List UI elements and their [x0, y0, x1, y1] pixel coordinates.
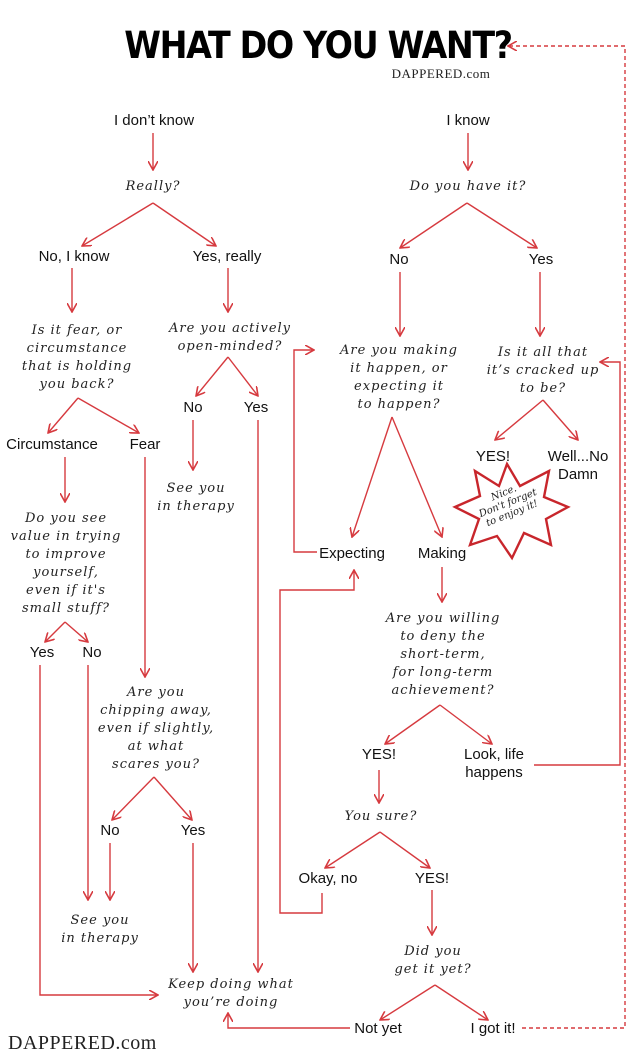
arrow-have-it-to-no	[400, 202, 468, 248]
node-value-question: Do you see value in trying to improve yo…	[10, 511, 122, 616]
node-yes-open: Yes	[243, 399, 269, 416]
node-cracked-up: Is it all that it’s cracked up to be?	[486, 345, 600, 396]
arrow-open-minded-to-yes	[227, 356, 258, 396]
arrow-not-yet-to-keep-doing	[228, 1013, 350, 1029]
node-have-it: Do you have it?	[409, 179, 527, 194]
node-you-sure: You sure?	[344, 809, 418, 824]
node-yes-deny: YES!	[361, 746, 397, 763]
arrow-deny-to-yes	[385, 704, 441, 744]
node-yes-sure: YES!	[414, 870, 450, 887]
arrow-you-sure-to-okay-no	[325, 831, 381, 868]
node-no-open: No	[183, 399, 203, 416]
arrow-value-yes-to-keep-doing	[39, 665, 158, 995]
arrow-really-to-no-i-know	[82, 202, 154, 246]
node-yes-chip: Yes	[180, 822, 206, 839]
arrow-chipping-to-no	[112, 776, 155, 820]
arrow-you-sure-to-yes	[379, 831, 430, 868]
node-see-you-therapy-2: See you in therapy	[61, 913, 139, 946]
arrow-fear-question-to-fear	[77, 397, 139, 433]
node-got-it-question: Did you get it yet?	[394, 944, 472, 977]
arrow-making-question-to-expecting	[352, 416, 393, 537]
arrow-cracked-up-to-yes	[495, 399, 544, 440]
node-making-question: Are you making it happen, or expecting i…	[340, 343, 458, 412]
node-dont-know: I don’t know	[113, 112, 195, 129]
arrow-open-minded-to-no	[196, 356, 229, 396]
node-really: Really?	[125, 179, 181, 194]
brand-logo-small: DAPPERED.com	[391, 66, 491, 81]
page-title: WHAT DO YOU WANT?	[124, 24, 513, 67]
node-no-have: No	[389, 251, 409, 268]
arrow-fear-question-to-circumstance	[48, 397, 79, 433]
node-open-minded: Are you actively open-minded?	[168, 321, 292, 354]
node-well-no: Well...No Damn	[547, 448, 609, 483]
arrow-value-to-no	[64, 621, 88, 642]
node-no-i-know: No, I know	[38, 248, 110, 265]
node-circumstance: Circumstance	[6, 436, 98, 453]
node-fear: Fear	[129, 436, 161, 453]
node-yes-cracked: YES!	[475, 448, 511, 465]
arrow-chipping-to-yes	[153, 776, 192, 820]
arrow-life-happens-to-cracked-up	[534, 362, 621, 766]
node-yes-really: Yes, really	[192, 248, 262, 265]
star-burst	[452, 461, 571, 561]
arrow-really-to-yes-really	[152, 202, 216, 246]
arrow-making-question-to-making	[391, 416, 442, 537]
arrow-got-it-to-title	[508, 46, 626, 1029]
node-expecting: Expecting	[319, 545, 385, 562]
node-not-yet: Not yet	[354, 1020, 402, 1037]
node-life-happens: Look, life happens	[463, 746, 525, 781]
node-yes-value: Yes	[29, 644, 55, 661]
node-okay-no: Okay, no	[298, 870, 358, 887]
arrow-deny-to-life-happens	[439, 704, 492, 744]
node-yes-have: Yes	[528, 251, 554, 268]
node-keep-doing: Keep doing what you’re doing	[168, 977, 294, 1010]
arrow-got-it-question-to-not-yet	[380, 984, 436, 1020]
node-see-you-therapy-1: See you in therapy	[157, 481, 235, 514]
node-no-chip: No	[100, 822, 120, 839]
node-making: Making	[417, 545, 467, 562]
node-chipping-question: Are you chipping away, even if slightly,…	[97, 685, 215, 772]
arrow-expecting-to-open-minded	[293, 350, 317, 553]
node-know: I know	[446, 112, 490, 129]
node-deny-question: Are you willing to deny the short-term, …	[385, 611, 501, 698]
arrow-value-to-yes	[45, 621, 66, 642]
arrow-have-it-to-yes	[466, 202, 537, 248]
node-got-it: I got it!	[470, 1020, 516, 1037]
arrow-got-it-question-to-got-it	[434, 984, 488, 1020]
node-no-value: No	[82, 644, 102, 661]
node-fear-question: Is it fear, or circumstance that is hold…	[21, 323, 133, 392]
arrow-cracked-up-to-well-no	[542, 399, 578, 440]
arrow-okay-no-to-making	[279, 570, 354, 914]
brand-logo-footer: DAPPERED.com	[8, 1032, 157, 1054]
